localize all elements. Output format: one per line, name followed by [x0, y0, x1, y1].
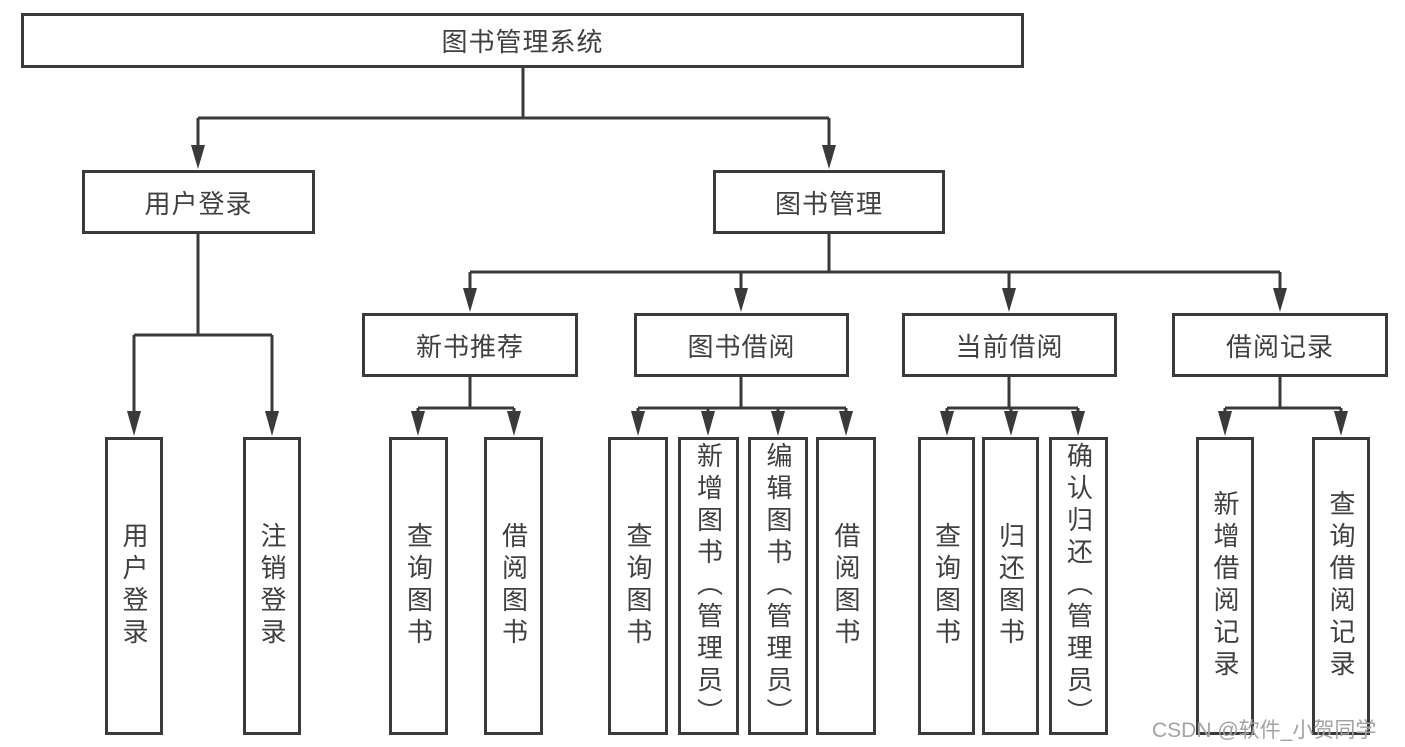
- leaf-borrow-query-books: 查询图书: [608, 437, 668, 735]
- leaf-confirm-return-admin: 确认归还（管理员）: [1049, 437, 1108, 735]
- box-borrow-record-label: 借阅记录: [1225, 331, 1334, 362]
- leaf-user-login: 用户登录: [105, 437, 163, 735]
- leaf-add-books-admin: 新增图书（管理员）: [678, 437, 739, 735]
- leaf-add-books-admin-label: 新增图书（管理员）: [693, 442, 724, 730]
- box-book-borrow: 图书借阅: [634, 313, 849, 377]
- leaf-recommend-query-books-label: 查询图书: [403, 522, 434, 650]
- leaf-recommend-borrow-books-label: 借阅图书: [498, 522, 529, 650]
- leaf-borrow-query-books-label: 查询图书: [623, 522, 653, 650]
- leaf-recommend-query-books: 查询图书: [389, 437, 448, 735]
- box-new-book-recommend-label: 新书推荐: [415, 331, 524, 362]
- leaf-user-login-label: 用户登录: [119, 522, 149, 650]
- leaf-logout: 注销登录: [243, 437, 301, 735]
- leaf-borrow-books-label: 借阅图书: [831, 522, 861, 650]
- leaf-current-query-books-label: 查询图书: [931, 522, 962, 650]
- leaf-edit-books-admin: 编辑图书（管理员）: [748, 437, 808, 735]
- leaf-edit-books-admin-label: 编辑图书（管理员）: [763, 442, 793, 730]
- leaf-current-query-books: 查询图书: [918, 437, 975, 735]
- box-borrow-record: 借阅记录: [1172, 313, 1388, 377]
- box-book-management: 图书管理: [713, 170, 945, 234]
- leaf-return-books: 归还图书: [982, 437, 1039, 735]
- box-root-system: 图书管理系统: [21, 13, 1024, 68]
- leaf-add-borrow-record: 新增借阅记录: [1196, 437, 1254, 735]
- leaf-return-books-label: 归还图书: [995, 522, 1026, 650]
- csdn-watermark: CSDN @软件_小贺同学: [1152, 719, 1377, 742]
- box-user-login: 用户登录: [82, 170, 315, 234]
- leaf-add-borrow-record-label: 新增借阅记录: [1210, 490, 1240, 682]
- leaf-confirm-return-admin-label: 确认归还（管理员）: [1063, 442, 1094, 730]
- leaf-logout-label: 注销登录: [257, 522, 287, 650]
- box-user-login-label: 用户登录: [144, 188, 253, 219]
- box-new-book-recommend: 新书推荐: [362, 313, 578, 377]
- box-current-borrow: 当前借阅: [902, 313, 1117, 377]
- leaf-borrow-books: 借阅图书: [816, 437, 876, 735]
- arrowheads: [127, 145, 1348, 436]
- box-current-borrow-label: 当前借阅: [955, 331, 1064, 362]
- leaf-recommend-borrow-books: 借阅图书: [484, 437, 543, 735]
- box-book-borrow-label: 图书借阅: [687, 331, 796, 362]
- box-root-system-label: 图书管理系统: [441, 27, 604, 57]
- leaf-query-borrow-record-label: 查询借阅记录: [1326, 490, 1356, 682]
- leaf-query-borrow-record: 查询借阅记录: [1312, 437, 1370, 735]
- box-book-management-label: 图书管理: [774, 188, 883, 219]
